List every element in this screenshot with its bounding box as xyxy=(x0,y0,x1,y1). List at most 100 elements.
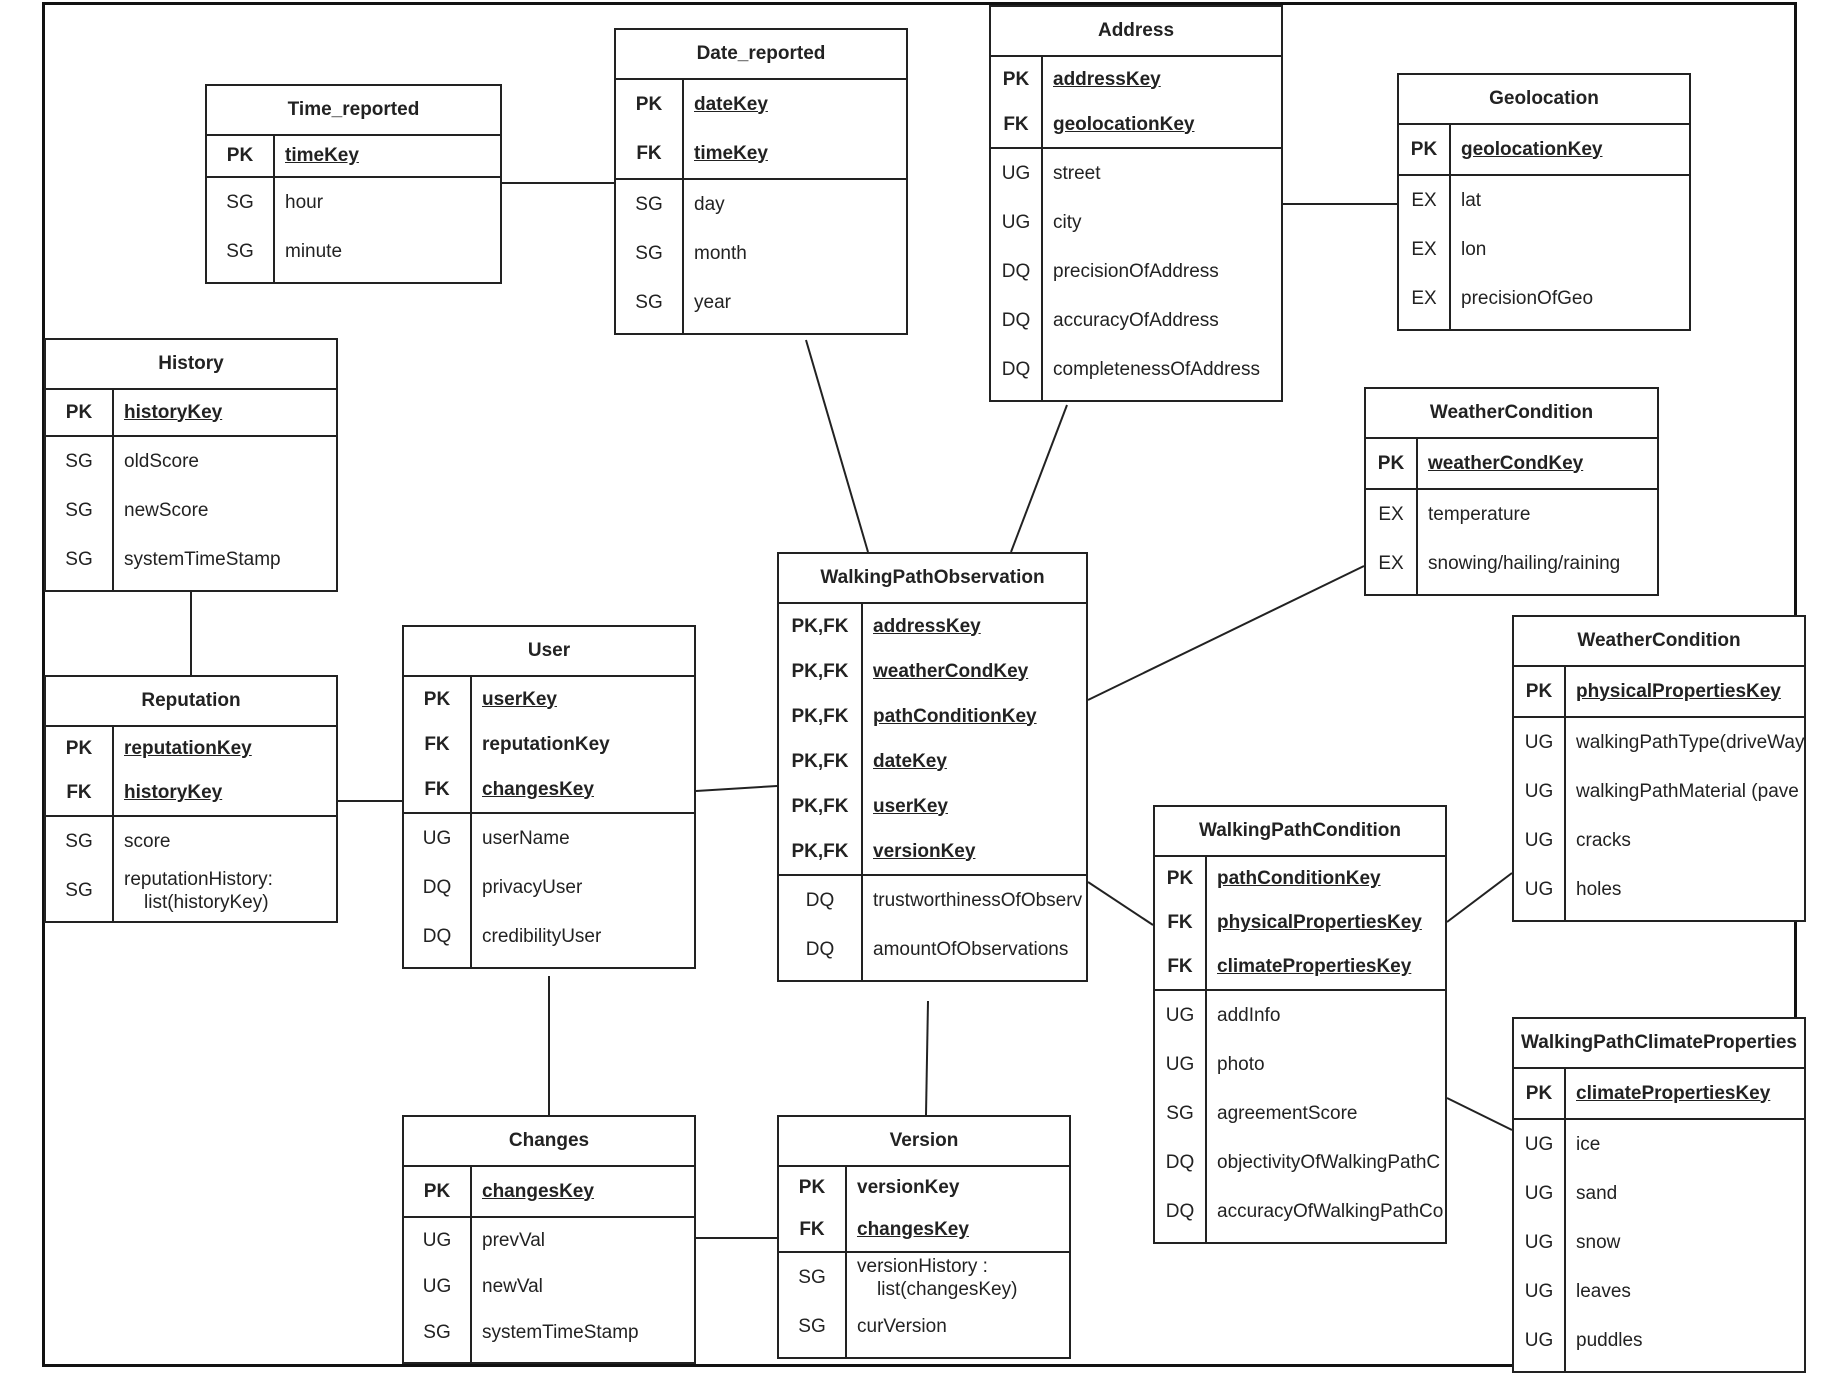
entity-title: WeatherCondition xyxy=(1514,617,1804,667)
column-divider xyxy=(861,876,863,980)
field-name: completenessOfAddress xyxy=(1053,358,1260,380)
column-divider xyxy=(845,1253,847,1357)
field-name: reputationHistory:list(historyKey) xyxy=(112,868,273,914)
column-divider xyxy=(1416,439,1418,488)
entity-title: User xyxy=(404,627,694,677)
column-divider xyxy=(470,1167,472,1216)
key-type-label: PK,FK xyxy=(791,795,849,817)
key-type-label: DQ xyxy=(1001,309,1031,331)
column-divider xyxy=(1564,1069,1566,1118)
field-name: versionKey xyxy=(857,1177,960,1198)
entity-title: Date_reported xyxy=(616,30,906,80)
key-type-label: SG xyxy=(226,240,254,262)
field-name: geolocationKey xyxy=(1461,138,1603,160)
column-divider xyxy=(273,178,275,282)
key-type-label: PK xyxy=(423,1180,451,1202)
key-type-label: PK,FK xyxy=(791,840,849,862)
key-type-label: PK xyxy=(798,1177,826,1198)
key-type-label: FK xyxy=(424,778,450,800)
key-type-label: DQ xyxy=(422,876,452,898)
field-name: ice xyxy=(1576,1133,1601,1155)
field-name: historyKey xyxy=(124,782,223,803)
field-name: precisionOfAddress xyxy=(1053,260,1219,282)
key-type-label: DQ xyxy=(1165,1200,1195,1222)
key-type-label: FK xyxy=(1003,113,1029,135)
key-type-label: UG xyxy=(1001,162,1031,184)
key-type-label: SG xyxy=(65,830,93,852)
key-type-label: DQ xyxy=(422,925,452,947)
field-name: climatePropertiesKey xyxy=(1217,956,1412,977)
key-type-label: EX xyxy=(1411,238,1437,260)
key-type-label: DQ xyxy=(1165,1151,1195,1173)
key-row: FK climatePropertiesKey xyxy=(1155,945,1445,989)
key-type-label: SG xyxy=(65,879,93,901)
key-type-label: EX xyxy=(1378,552,1404,574)
key-type-label: UG xyxy=(1524,1280,1554,1302)
field-name: snowing/hailing/raining xyxy=(1428,552,1621,574)
relationship-walking_path_condition-climate_properties xyxy=(1446,1097,1513,1131)
field-name: credibilityUser xyxy=(482,925,602,947)
key-type-label: UG xyxy=(1524,1133,1554,1155)
key-type-label: FK xyxy=(1167,956,1193,977)
key-type-label: PK,FK xyxy=(791,705,849,727)
relationship-address-walking_path_observation xyxy=(1010,404,1068,553)
entity-title: WalkingPathClimateProperties xyxy=(1514,1019,1804,1069)
field-name: systemTimeStamp xyxy=(482,1322,639,1343)
key-type-label: UG xyxy=(1524,829,1554,851)
key-type-label: PK xyxy=(226,145,254,166)
key-type-label: PK xyxy=(1002,68,1030,90)
entity-title: WeatherCondition xyxy=(1366,389,1657,439)
field-name: newVal xyxy=(482,1276,543,1297)
field-name: amountOfObservations xyxy=(873,938,1069,960)
field-name: day xyxy=(694,193,725,215)
key-type-label: SG xyxy=(635,193,663,215)
entity-title: Changes xyxy=(404,1117,694,1167)
field-name: hour xyxy=(285,191,324,213)
field-name: physicalPropertiesKey xyxy=(1576,680,1781,702)
field-name: weatherCondKey xyxy=(1428,452,1584,474)
field-name: versionHistory :list(changesKey) xyxy=(845,1255,1017,1301)
